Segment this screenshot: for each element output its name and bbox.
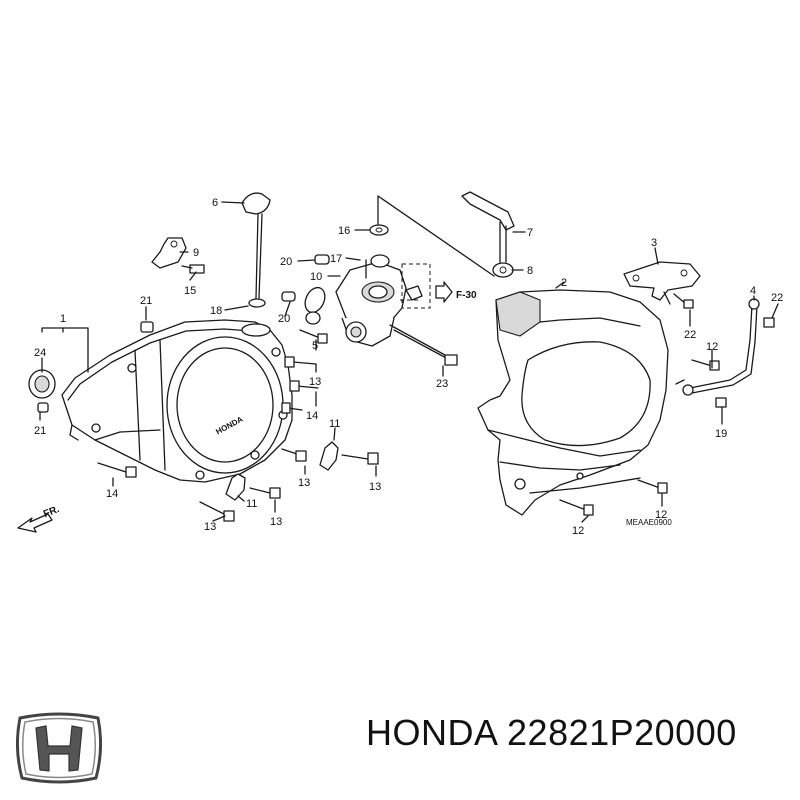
reference-box: F-30 bbox=[401, 263, 477, 309]
shift-rod-part bbox=[675, 298, 760, 396]
right-flange-bolts bbox=[559, 293, 775, 516]
callout-11-a: 11 bbox=[329, 418, 340, 430]
callout-14-b: 14 bbox=[106, 488, 118, 500]
callout-9: 9 bbox=[193, 247, 199, 259]
callout-22-mid: 22 bbox=[684, 329, 696, 341]
callout-13-a: 13 bbox=[309, 376, 321, 388]
dowel-pin-part bbox=[37, 321, 154, 413]
callout-6: 6 bbox=[212, 197, 218, 209]
callout-15: 15 bbox=[184, 285, 196, 297]
honda-h-logo-icon bbox=[16, 712, 102, 784]
callout-18: 18 bbox=[210, 305, 222, 317]
callout-13-d: 13 bbox=[270, 516, 282, 528]
callout-13-b: 13 bbox=[298, 477, 310, 489]
front-direction-arrow-icon: FR. bbox=[17, 504, 61, 533]
callout-8: 8 bbox=[527, 265, 533, 277]
callout-12-b: 12 bbox=[655, 509, 667, 521]
callout-20-left: 20 bbox=[278, 313, 290, 325]
callout-3: 3 bbox=[651, 237, 657, 249]
callout-19: 19 bbox=[715, 428, 727, 440]
bracket-part bbox=[151, 237, 205, 274]
callout-13-c: 13 bbox=[369, 481, 381, 493]
callout-5: 5 bbox=[312, 340, 318, 352]
front-direction-label: FR. bbox=[42, 504, 61, 520]
o-ring-parts bbox=[281, 254, 390, 325]
callout-17: 17 bbox=[330, 253, 342, 265]
callout-20-top: 20 bbox=[280, 256, 292, 268]
callout-4: 4 bbox=[750, 285, 756, 297]
callout-22-right: 22 bbox=[771, 292, 783, 304]
cable-guide-part bbox=[225, 441, 339, 501]
part-number-title: HONDA 22821P20000 bbox=[366, 712, 737, 753]
callout-11-b: 11 bbox=[246, 498, 257, 510]
drawing-code-label: MEAAE0900 bbox=[626, 518, 672, 527]
callout-21-top: 21 bbox=[140, 295, 152, 307]
callout-24: 24 bbox=[34, 347, 46, 359]
washer-part bbox=[369, 224, 389, 236]
leader-lines bbox=[39, 201, 779, 523]
outer-cover-part bbox=[477, 289, 669, 516]
oil-seal-part bbox=[28, 369, 56, 399]
callout-23: 23 bbox=[436, 378, 448, 390]
callout-14-a: 14 bbox=[306, 410, 318, 422]
left-crankcase-cover: HONDA bbox=[61, 319, 293, 483]
clamp-bracket-part bbox=[461, 191, 515, 278]
callout-numbers: 1 24 21 21 6 9 15 18 20 20 10 17 16 5 13… bbox=[34, 197, 783, 537]
page-reference-label: F-30 bbox=[456, 290, 477, 301]
callout-16: 16 bbox=[338, 225, 350, 237]
callout-7: 7 bbox=[527, 227, 533, 239]
thermostat-housing-part bbox=[335, 261, 458, 366]
mounting-bracket-part bbox=[623, 261, 701, 305]
oil-dipstick-part bbox=[241, 192, 271, 308]
callout-1: 1 bbox=[60, 313, 66, 325]
callout-2: 2 bbox=[561, 277, 567, 289]
callout-13-e: 13 bbox=[204, 521, 216, 533]
callout-12-c: 12 bbox=[572, 525, 584, 537]
flange-bolts bbox=[97, 329, 379, 522]
callout-21-left: 21 bbox=[34, 425, 46, 437]
callout-12-a: 12 bbox=[706, 341, 718, 353]
callout-10: 10 bbox=[310, 271, 322, 283]
